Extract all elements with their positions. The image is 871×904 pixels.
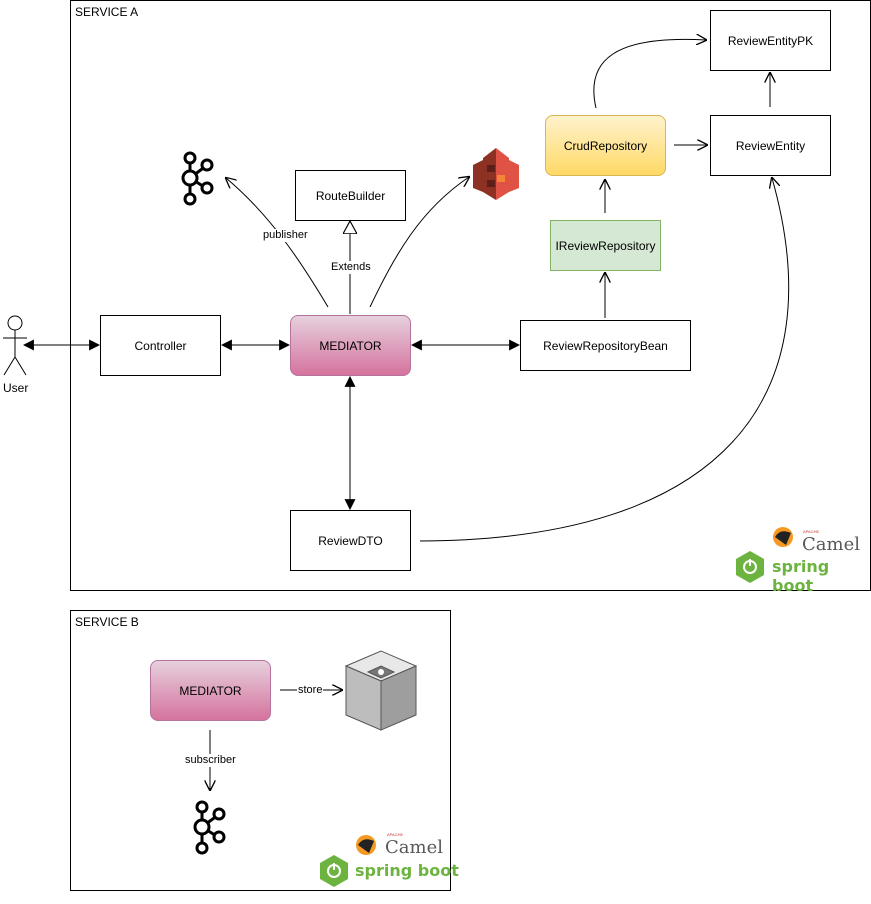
spring-boot-logo-text: spring boot	[772, 557, 830, 595]
camel-logo-apache-text: APACHE	[803, 529, 820, 534]
review-dto-node[interactable]: ReviewDTO	[290, 510, 411, 571]
review-repository-bean-node[interactable]: ReviewRepositoryBean	[520, 320, 691, 371]
service-a-label: SERVICE A	[75, 5, 139, 19]
camel-logo	[356, 835, 376, 855]
controller-node[interactable]: Controller	[100, 315, 221, 376]
review-entity-node[interactable]: ReviewEntity	[710, 115, 831, 176]
edge-crud-entitypk	[593, 39, 706, 109]
edge-label-store: store	[297, 684, 324, 697]
kafka-icon	[181, 151, 214, 206]
mediator-node[interactable]: MEDIATOR	[290, 315, 411, 376]
spring-boot-logo	[320, 855, 348, 887]
service-b-mediator-node[interactable]: MEDIATOR	[150, 660, 271, 721]
crud-repository-node[interactable]: CrudRepository	[545, 115, 666, 176]
camel-logo	[773, 527, 793, 547]
edge-mediator-s3	[369, 177, 469, 308]
edge-label-publisher: publisher	[262, 229, 309, 242]
camel-logo-text: Camel	[385, 837, 443, 858]
camel-logo-text: Camel	[802, 534, 860, 555]
edge-label-subscriber: subscriber	[184, 754, 237, 767]
ireview-repository-node[interactable]: IReviewRepository	[550, 220, 661, 271]
aws-s3-icon	[473, 148, 519, 200]
service-a-container: SERVICE A	[70, 0, 871, 591]
edge-label-extends: Extends	[330, 261, 372, 274]
user-actor-icon	[3, 315, 27, 376]
storage-box-icon	[344, 650, 418, 731]
service-b-label: SERVICE B	[75, 615, 139, 629]
user-label: User	[3, 381, 29, 395]
camel-logo-apache-text: APACHE	[387, 832, 404, 837]
spring-boot-logo	[736, 551, 764, 583]
review-entity-pk-node[interactable]: ReviewEntityPK	[710, 10, 831, 71]
spring-boot-logo-text: spring boot	[355, 861, 459, 880]
route-builder-node[interactable]: RouteBuilder	[295, 170, 406, 221]
kafka-icon	[193, 800, 226, 855]
edge-dto-entity	[419, 178, 790, 542]
